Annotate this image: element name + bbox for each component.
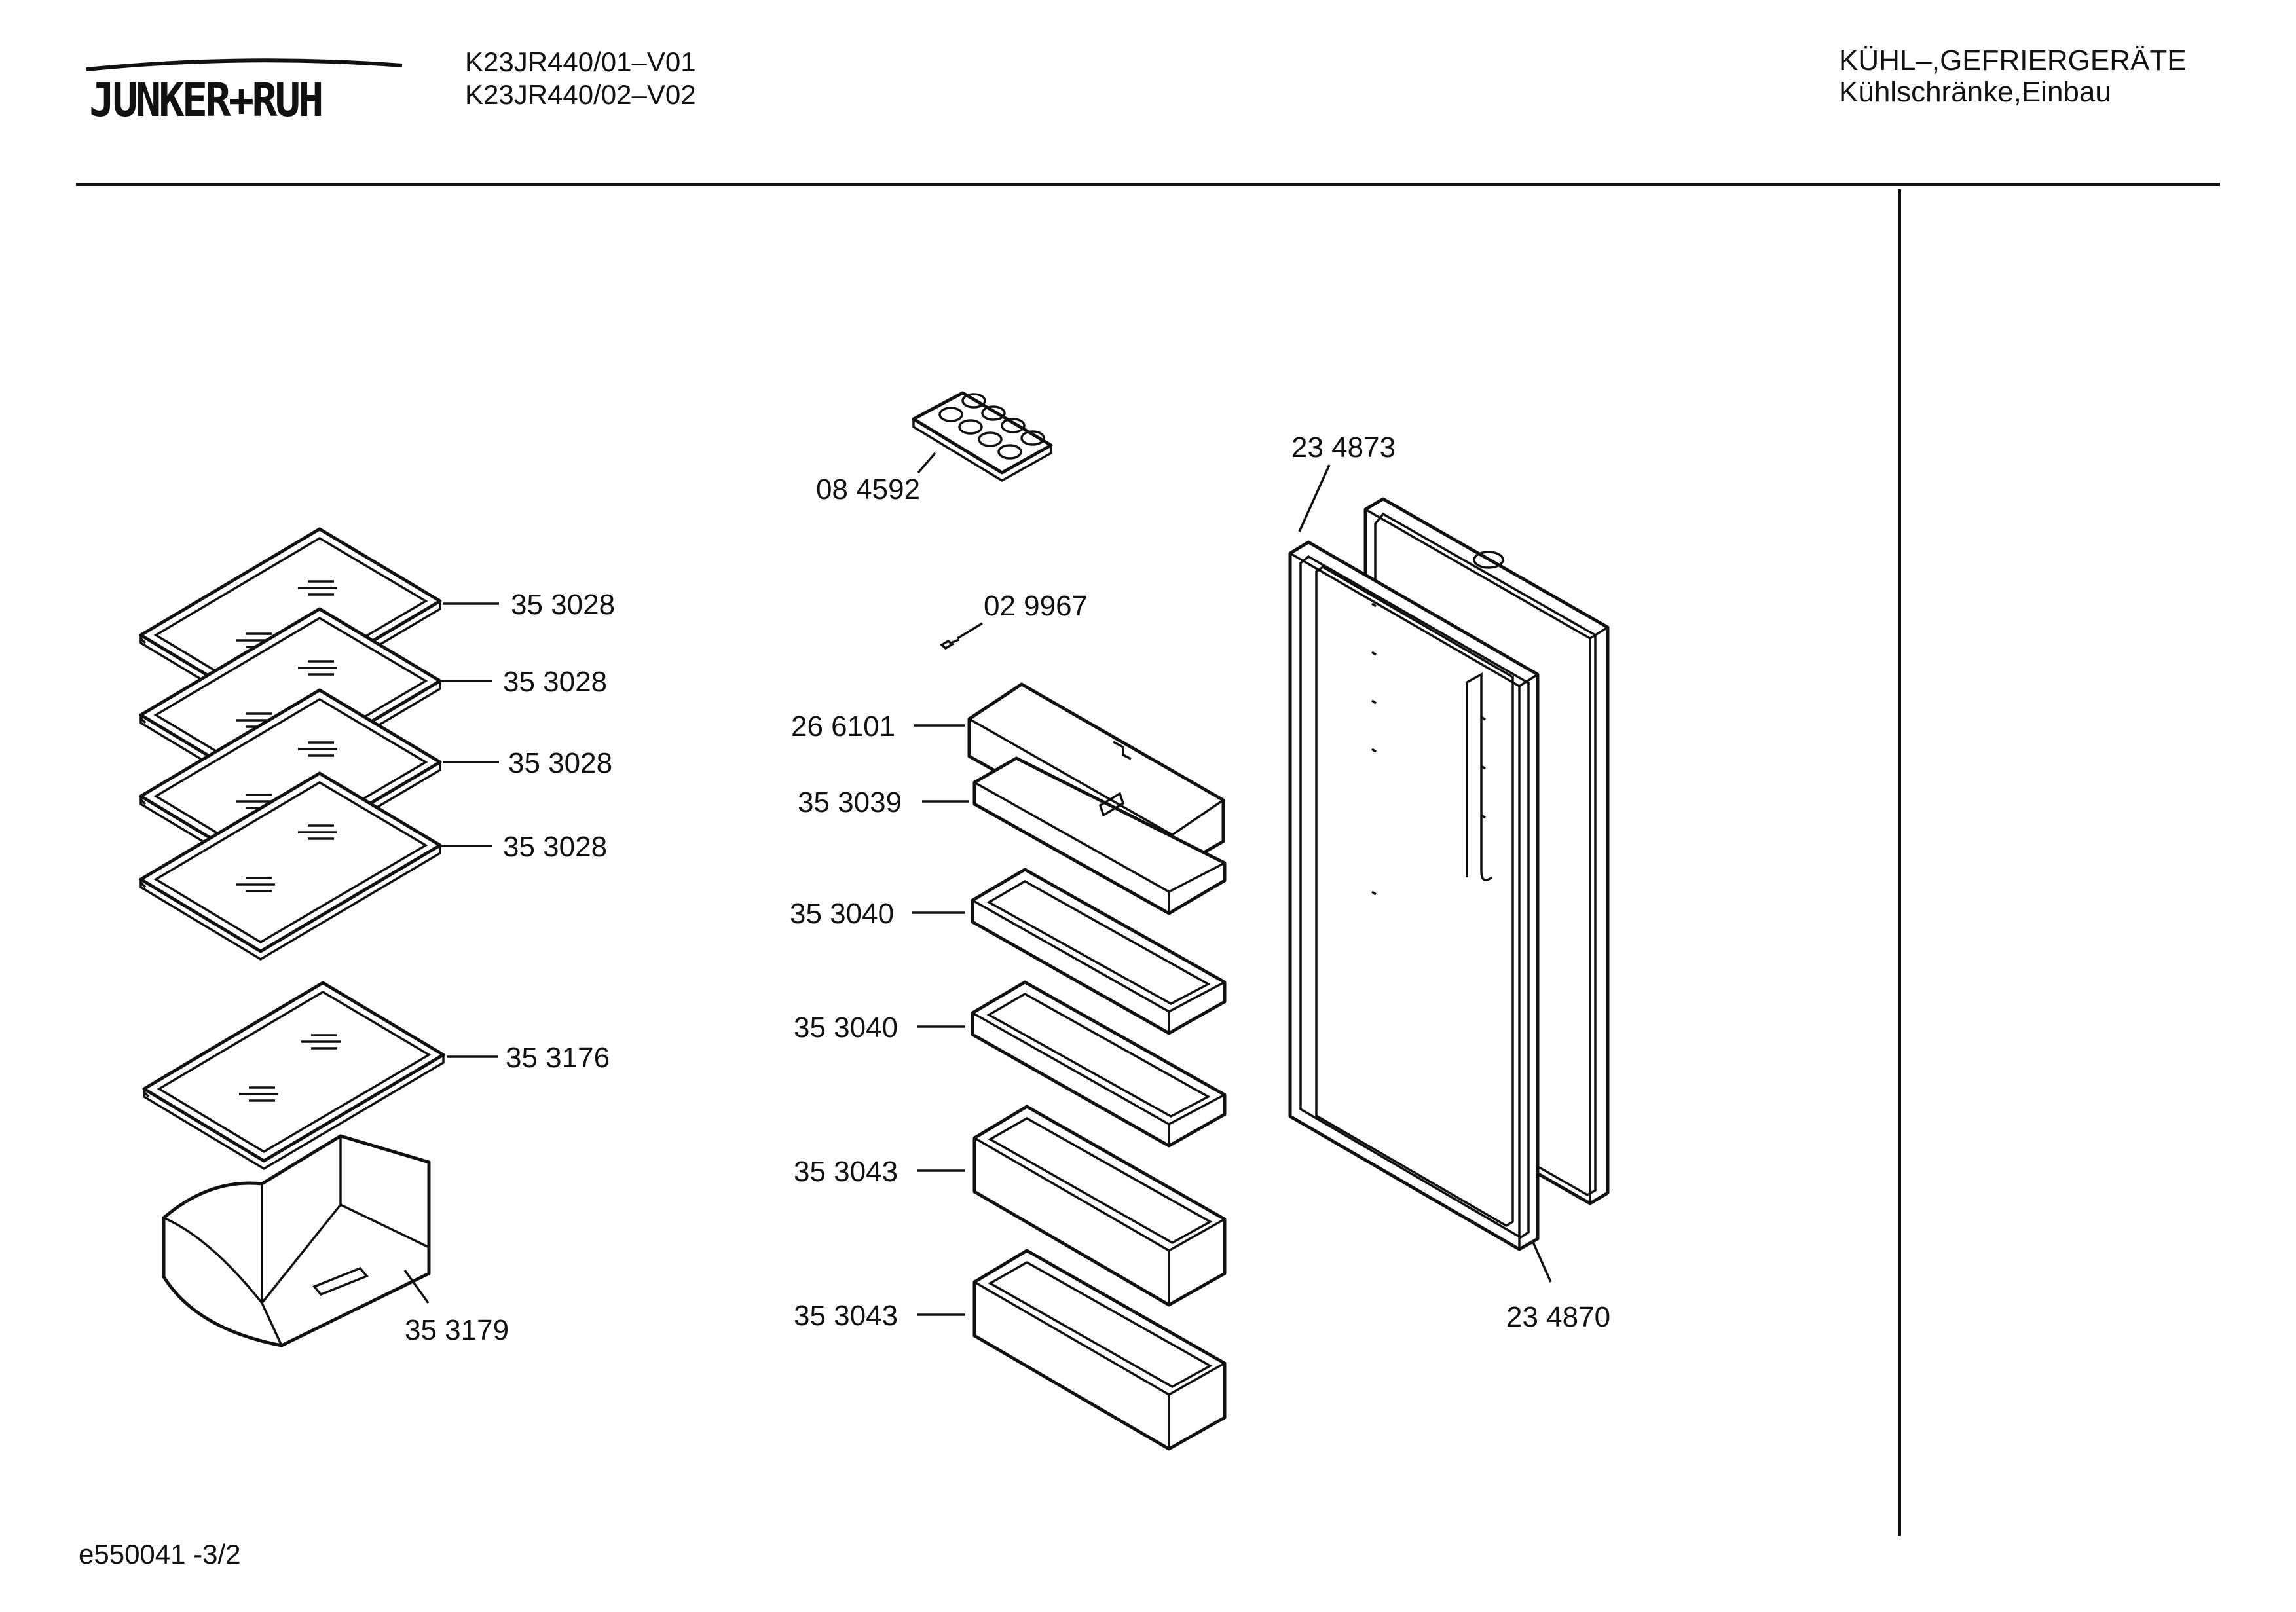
label-door-panel: 23 4873 <box>1291 431 1396 464</box>
label-screw: 02 9967 <box>984 590 1088 622</box>
leader-lines <box>403 452 1552 1316</box>
model-number-1: K23JR440/01–V01 <box>465 46 696 77</box>
label-door-gasket: 23 4870 <box>1506 1301 1610 1333</box>
brand-name: JUNKER+RUH <box>89 73 324 127</box>
label-bottle-shelf-2: 35 3043 <box>794 1300 898 1332</box>
bottle-shelf-1 <box>972 1105 1227 1307</box>
screw <box>939 638 959 650</box>
label-bottle-shelf-1: 35 3043 <box>794 1156 898 1188</box>
label-glass-shelf-3: 35 3028 <box>508 747 612 779</box>
butter-tray <box>972 756 1227 915</box>
label-door-shelf-2: 35 3040 <box>794 1012 898 1044</box>
drawing-id: e550041 -3/2 <box>79 1539 241 1569</box>
label-egg-tray: 08 4592 <box>816 473 920 505</box>
side-divider <box>1898 189 1901 1536</box>
label-butter-tray: 35 3039 <box>798 786 902 818</box>
brand-swoosh-icon <box>86 58 403 71</box>
label-door-shelf-1: 35 3040 <box>790 898 894 930</box>
crisper-drawer <box>162 1134 431 1347</box>
glass-shelf-bottom <box>143 983 443 1169</box>
door-shelf-1 <box>971 868 1227 1035</box>
label-glass-shelf-1: 35 3028 <box>511 589 615 621</box>
label-butter-lid: 26 6101 <box>791 710 895 742</box>
header-divider <box>76 183 2220 186</box>
category-title: KÜHL–,GEFRIERGERÄTE <box>1839 45 2187 77</box>
egg-tray <box>912 391 1053 483</box>
brand-logo: JUNKER+RUH <box>84 55 411 134</box>
label-glass-shelf-2: 35 3028 <box>503 666 607 698</box>
model-number-2: K23JR440/02–V02 <box>465 79 696 110</box>
label-glass-shelf-4: 35 3028 <box>503 831 607 863</box>
door-gasket <box>1288 540 1540 1251</box>
label-glass-shelf-bottom: 35 3176 <box>506 1042 610 1074</box>
label-crisper-drawer: 35 3179 <box>405 1314 509 1346</box>
category-subtitle: Kühlschränke,Einbau <box>1839 76 2111 108</box>
